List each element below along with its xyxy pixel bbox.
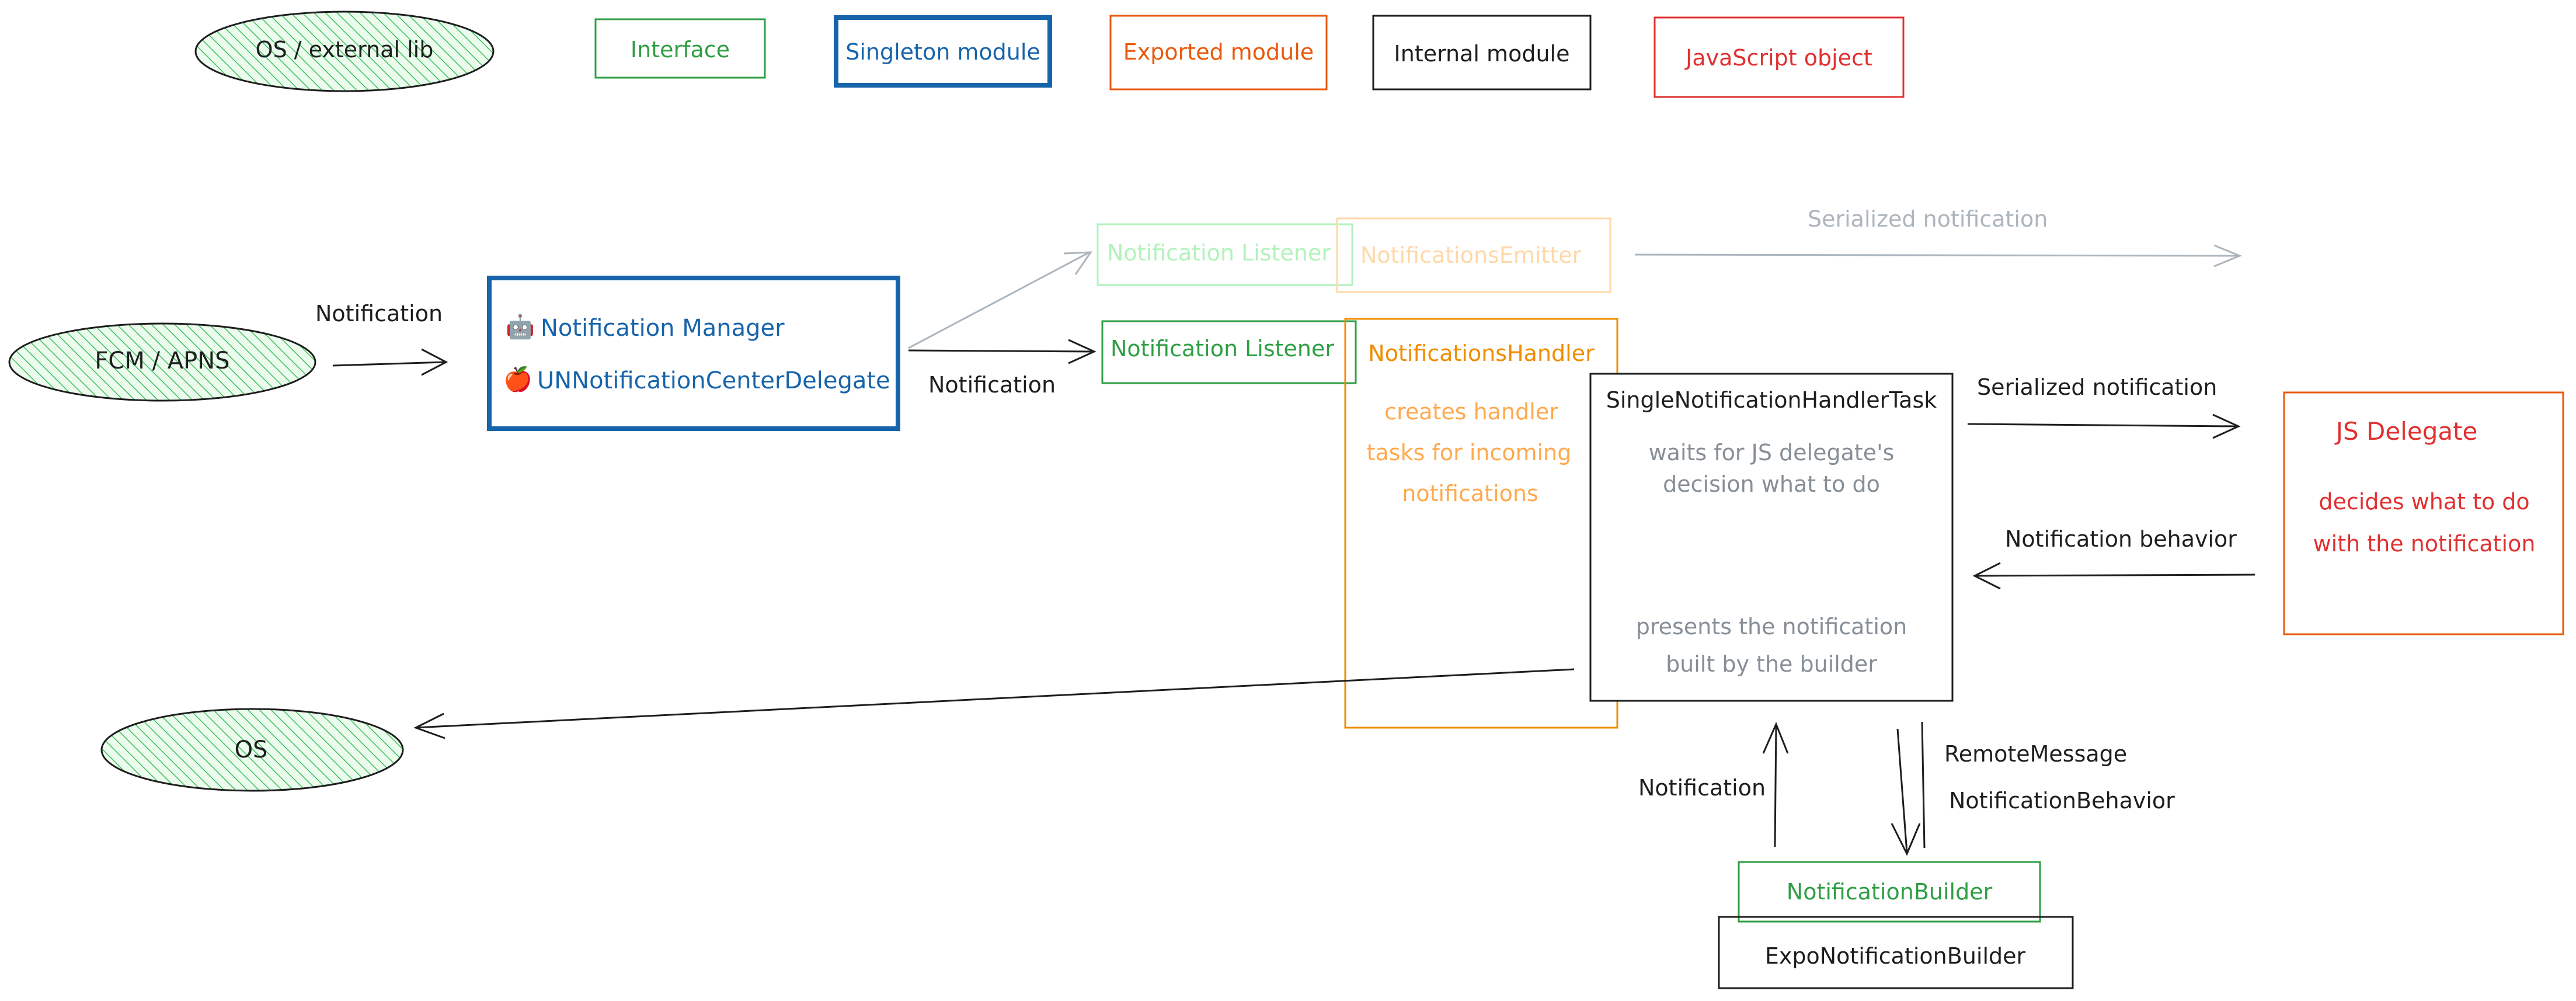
legend-internal-box (1372, 15, 1592, 91)
legend-interface-box (594, 18, 766, 79)
arrowhead-task-to-js (2212, 413, 2241, 439)
legend-internal-label: Internal module (1394, 41, 1570, 67)
expo-notification-builder-box (1718, 916, 2074, 989)
notifications-handler-title: NotificationsHandler (1368, 340, 1595, 366)
arrow-task-to-js (1967, 423, 2238, 427)
arrow-manager-to-faded-listener (908, 251, 1090, 349)
faded-emitter-label: NotificationsEmitter (1360, 242, 1582, 268)
legend-exported-label: Exported module (1123, 39, 1314, 65)
arrow-faded-serialized (1634, 253, 2239, 257)
arrow-builder-to-task (1774, 725, 1777, 847)
legend-os-ellipse (194, 11, 495, 92)
arrowhead-faded-serialized (2213, 244, 2242, 267)
edge-label-task-to-js: Serialized notification (1977, 374, 2218, 400)
expo-notification-builder-label: ExpoNotificationBuilder (1764, 943, 2026, 969)
edge-label-js-to-task: Notification behavior (2005, 526, 2237, 552)
legend-interface-label: Interface (630, 37, 730, 62)
legend-singleton-label: Singleton module (845, 39, 1040, 65)
arrowhead-task-to-os (413, 712, 445, 739)
android-icon: 🤖 (506, 314, 535, 340)
faded-emitter-box (1336, 217, 1611, 293)
single-handler-task-title: SingleNotificationHandlerTask (1606, 387, 1937, 413)
single-handler-task-box (1589, 373, 1954, 702)
edge-label-notification-behavior: NotificationBehavior (1949, 788, 2175, 814)
arrowhead-task-to-builder (1891, 823, 1921, 856)
notifications-handler-desc-2: tasks for incoming (1366, 440, 1572, 465)
notifications-handler-desc-1: creates handler (1384, 399, 1558, 425)
edge-label-remote-message: RemoteMessage (1944, 741, 2128, 767)
notification-listener-label: Notification Listener (1111, 336, 1335, 362)
edge-label-faded-serialized: Serialized notification (1808, 206, 2048, 232)
edge-label-manager-to-listener: Notification (928, 372, 1056, 398)
notification-listener-box (1101, 320, 1357, 384)
legend-javascript-box (1653, 16, 1905, 98)
single-handler-task-desc1-line1: waits for JS delegate's (1648, 440, 1895, 465)
fcm-apns-ellipse (8, 322, 316, 402)
legend-exported-box (1109, 15, 1328, 91)
js-delegate-desc-1: decides what to do (2319, 489, 2530, 515)
legend-os-label: OS / external lib (255, 37, 434, 62)
notifications-handler-desc-3: notifications (1402, 481, 1538, 506)
apple-icon: 🍎 (503, 366, 532, 393)
notification-manager-label: Notification Manager (541, 315, 785, 342)
single-handler-task-desc2-line2: built by the builder (1666, 651, 1877, 677)
notification-builder-box (1738, 861, 2041, 923)
js-delegate-box (2283, 391, 2564, 635)
arrow-js-to-task (1975, 574, 2255, 577)
js-delegate-desc-2: with the notification (2313, 531, 2536, 557)
arrow-task-to-os (415, 668, 1575, 729)
un-delegate-label: UNNotificationCenterDelegate (537, 367, 890, 394)
edge-label-fcm-to-manager: Notification (315, 301, 443, 326)
faded-listener-box (1096, 223, 1353, 286)
arrow-fcm-to-manager (332, 361, 445, 367)
faded-listener-label: Notification Listener (1107, 240, 1331, 266)
arrowhead-js-to-task (1972, 562, 2001, 590)
single-handler-task-desc2-line1: presents the notification (1635, 614, 1907, 639)
edge-label-builder-to-task: Notification (1638, 775, 1766, 801)
os-ellipse (100, 708, 404, 792)
notification-manager-box (487, 276, 900, 431)
arrowhead-faded-listener (1063, 251, 1092, 275)
arrow-task-to-builder-a (1896, 728, 1908, 853)
legend-singleton-box (834, 15, 1052, 88)
js-delegate-title: JS Delegate (2335, 417, 2478, 446)
legend-javascript-label: JavaScript object (1686, 45, 1872, 71)
arrowhead-builder-to-task (1762, 722, 1789, 754)
arrowhead-fcm-to-manager (421, 348, 448, 376)
single-handler-task-desc1-line2: decision what to do (1663, 471, 1880, 497)
arrow-manager-to-listener (908, 349, 1094, 353)
notification-builder-label: NotificationBuilder (1786, 879, 1993, 905)
notifications-handler-box (1344, 318, 1618, 729)
arrowhead-manager-to-listener (1068, 339, 1096, 364)
os-label: OS (234, 736, 268, 763)
arrow-task-to-builder-b (1921, 721, 1926, 849)
fcm-apns-label: FCM / APNS (95, 347, 230, 374)
